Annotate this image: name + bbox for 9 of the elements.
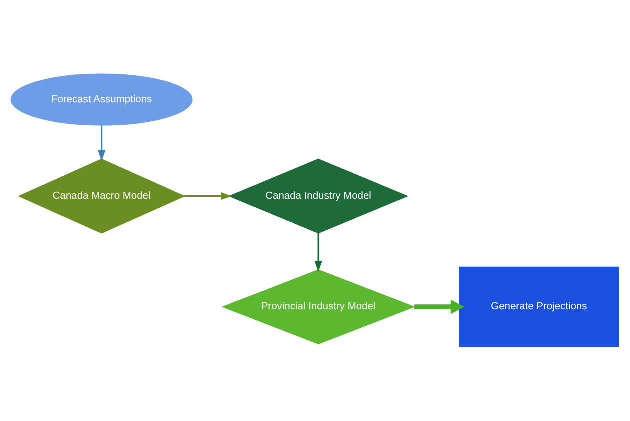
node-diamond: Provincial Industry Model <box>222 270 416 345</box>
node-ellipse: Forecast Assumptions <box>10 74 193 126</box>
arrow <box>98 126 106 162</box>
arrow <box>184 192 232 200</box>
node-diamond: Canada Macro Model <box>18 158 186 234</box>
node-box: Generate Projections <box>459 266 620 348</box>
arrow <box>314 233 322 272</box>
node-diamond: Canada Industry Model <box>228 158 409 234</box>
arrow <box>414 300 465 314</box>
